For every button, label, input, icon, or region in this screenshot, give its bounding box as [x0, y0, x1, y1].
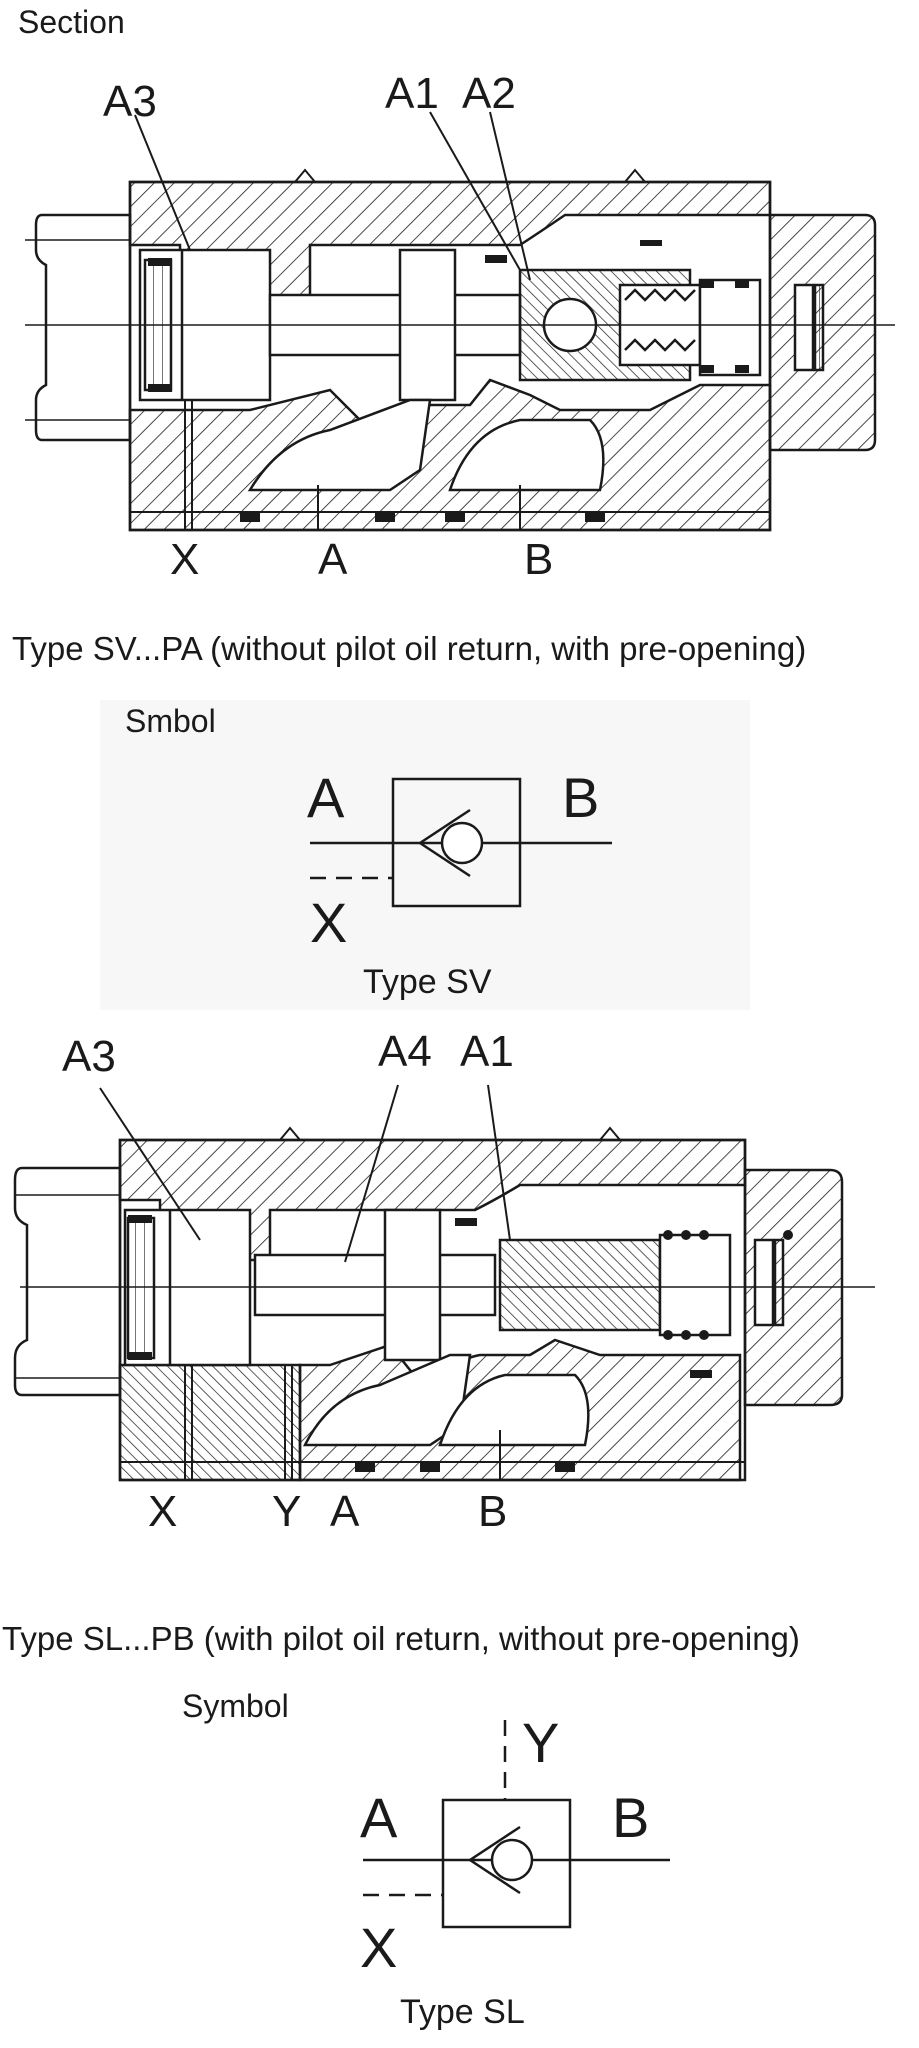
section1-label-x: X	[170, 535, 200, 584]
section1-label-a2: A2	[462, 69, 516, 118]
symbol2-label-y: Y	[522, 1711, 560, 1774]
symbol1-check-seat	[417, 808, 471, 878]
symbol1-type: Type SV	[363, 963, 492, 1001]
section2-poppet-housing	[498, 1238, 662, 1332]
section2-channel-a	[302, 1353, 472, 1447]
section1-label-a1: A1	[385, 69, 439, 118]
symbol-panel-background	[100, 700, 750, 1010]
symbol2-label-a: A	[360, 1786, 398, 1849]
symbol2-label-x: X	[360, 1916, 398, 1979]
symbol2-type: Type SL	[400, 1993, 525, 2031]
symbol2-heading: Symbol	[182, 1688, 289, 1724]
section2-caption: Type SL...PB (with pilot oil return, wit…	[2, 1620, 800, 1657]
section1-body-bottom	[128, 378, 772, 532]
section2-end-cap	[13, 1166, 122, 1397]
section2-label-b: B	[478, 1487, 508, 1536]
section1-label-a3: A3	[103, 77, 157, 126]
symbol1-check-ball	[440, 821, 484, 865]
symbol1-heading: Smbol	[125, 703, 216, 739]
section1-end-cap	[34, 213, 132, 442]
section1-heading: Section	[18, 4, 125, 40]
section2-stem	[253, 1253, 497, 1317]
symbol1-label-x: X	[310, 891, 348, 954]
symbol1-label-a: A	[307, 766, 345, 829]
section2-drawing	[13, 1084, 875, 1482]
section2-label-y: Y	[272, 1487, 302, 1536]
symbol2-check-ball	[490, 1838, 534, 1882]
section2-outline	[118, 1138, 747, 1482]
symbol2-label-b: B	[612, 1786, 650, 1849]
section1-label-b: B	[524, 535, 554, 584]
symbol1-label-b: B	[562, 766, 600, 829]
section2-label-a1: A1	[460, 1027, 514, 1076]
symbol2-check-seat	[467, 1825, 521, 1895]
symbol2-box	[441, 1798, 572, 1929]
section2-label-a3: A3	[62, 1032, 116, 1081]
section1-outline	[128, 180, 772, 532]
section1-caption: Type SV...PA (without pilot oil return, …	[12, 630, 807, 667]
section2-label-a: A	[330, 1487, 360, 1536]
section1-label-a: A	[318, 535, 348, 584]
section1-channel-b	[448, 418, 605, 492]
section2-channel-b	[438, 1373, 590, 1447]
section1-drawing	[25, 111, 895, 532]
section1-channel-a	[247, 398, 432, 492]
symbol1-drawing	[310, 777, 612, 908]
section2-label-a4: A4	[378, 1027, 432, 1076]
symbol2-drawing	[363, 1720, 670, 1929]
section2-label-x: X	[148, 1487, 178, 1536]
